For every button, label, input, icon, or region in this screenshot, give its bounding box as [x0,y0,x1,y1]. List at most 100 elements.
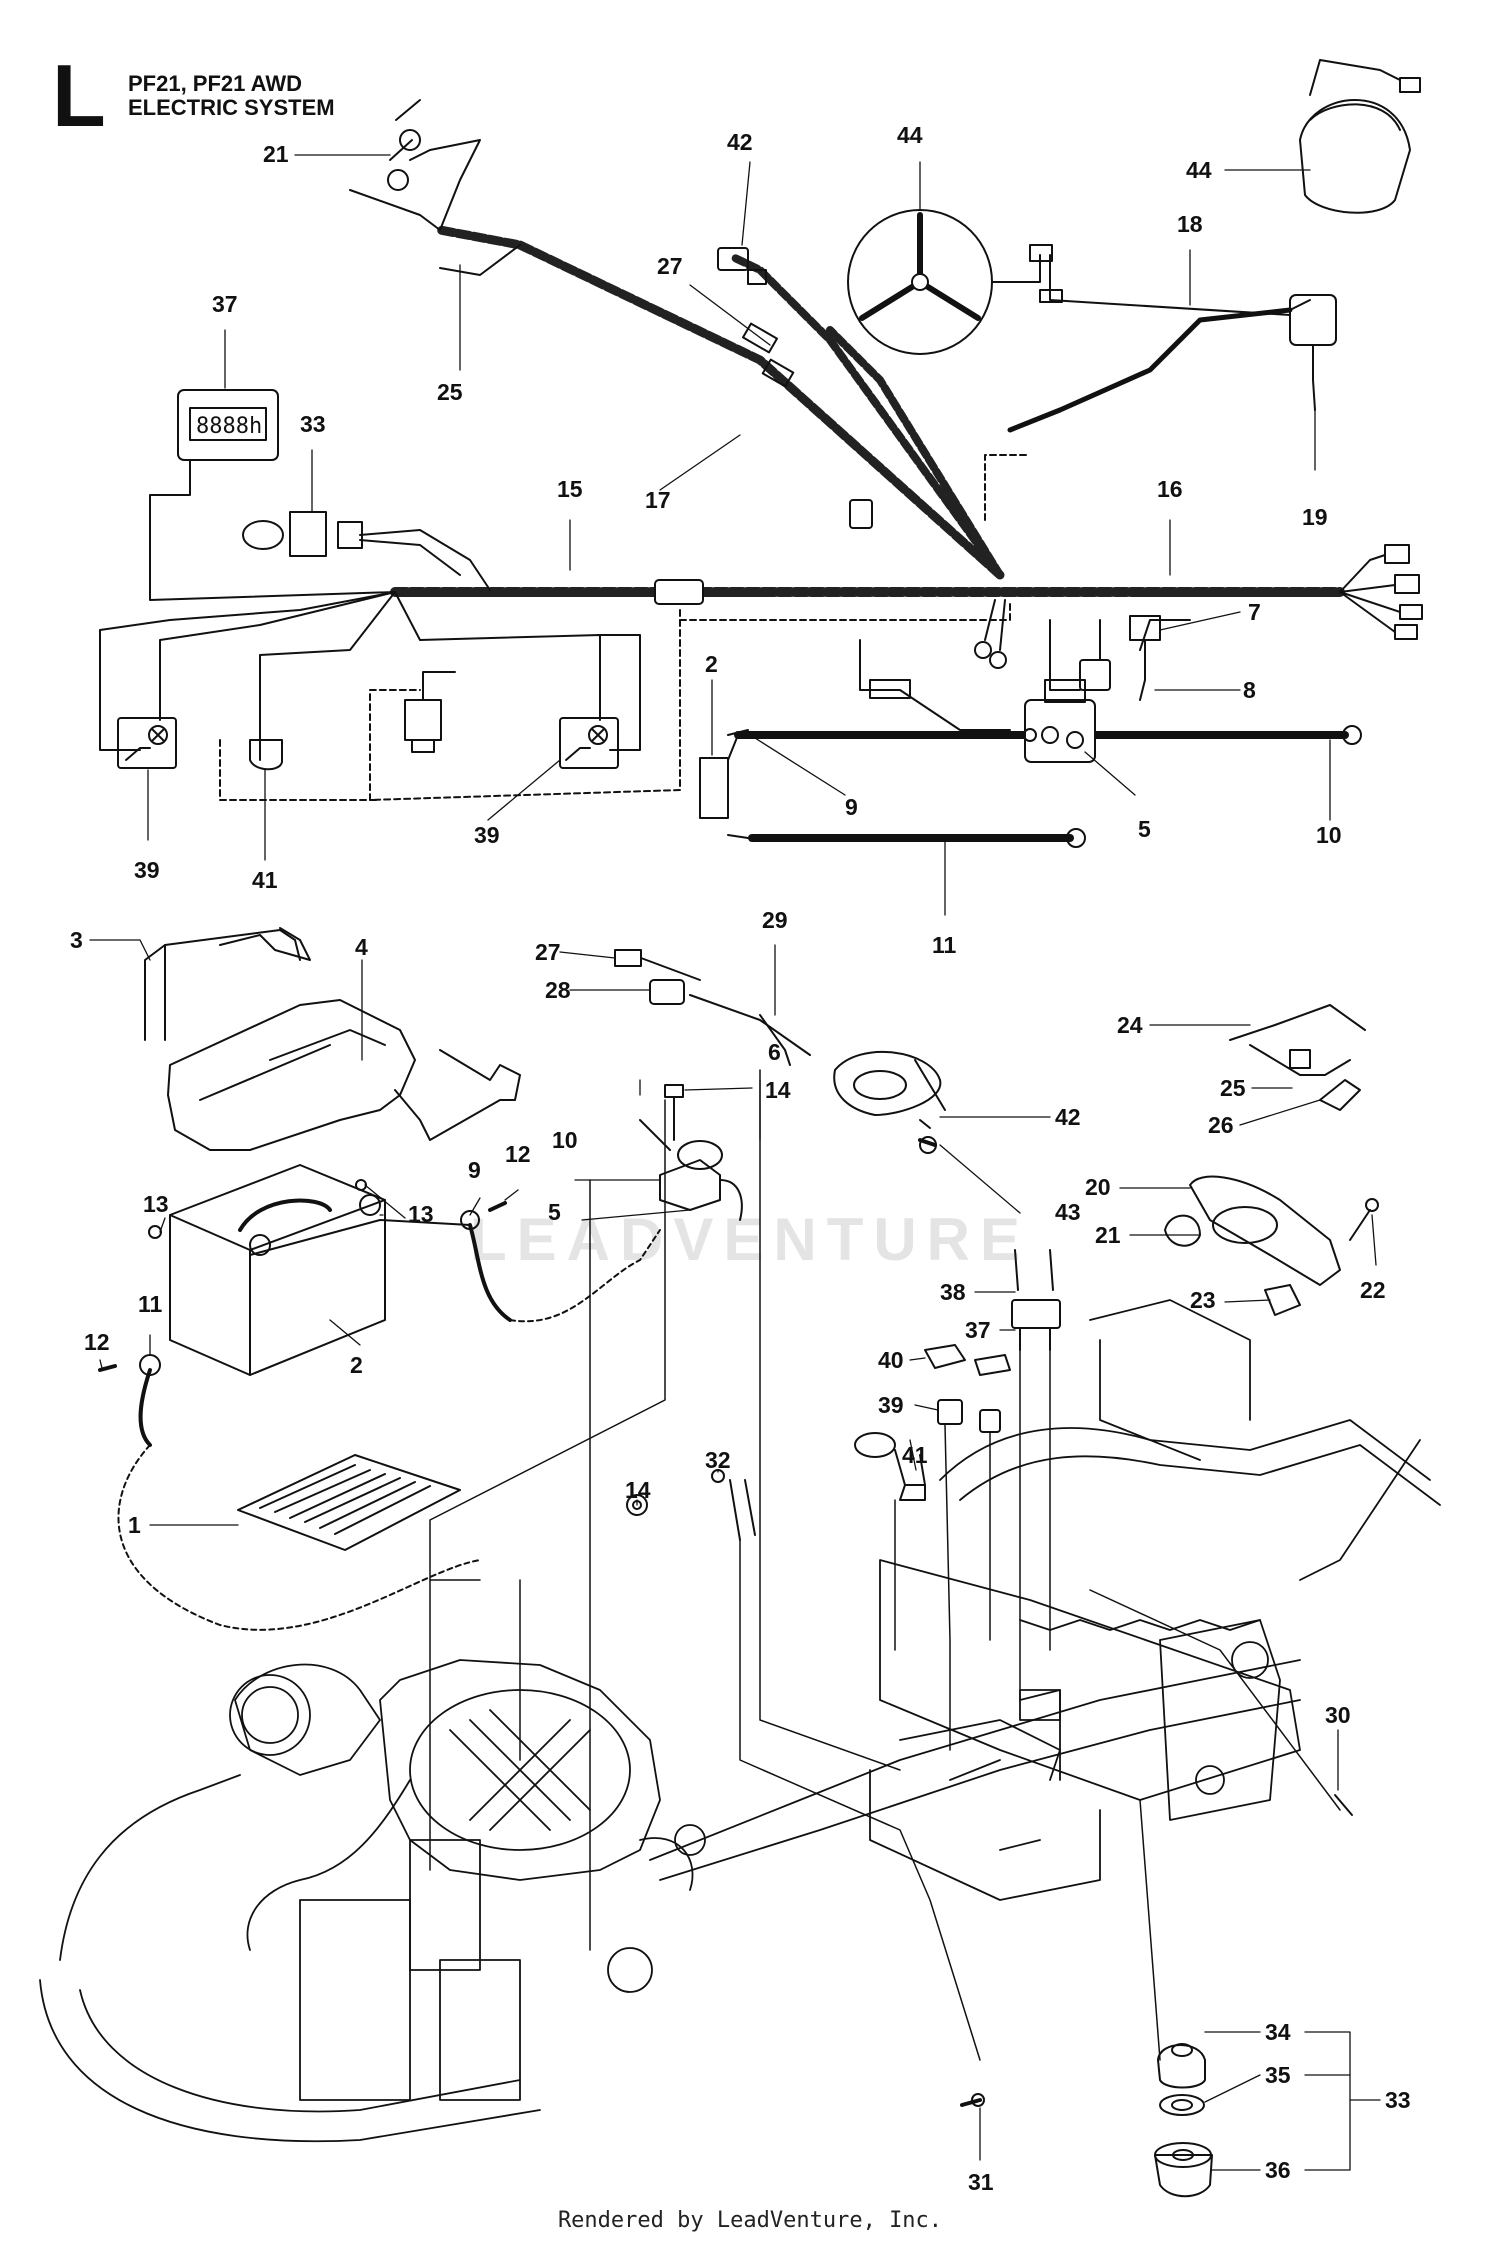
callout-42: 42 [727,129,753,155]
socket-42 [833,1050,946,1154]
callout-32: 32 [705,1447,731,1473]
callout-24: 24 [1117,1012,1143,1038]
callout-12: 12 [505,1141,531,1167]
callout-14: 14 [765,1077,791,1103]
callout-41: 41 [252,867,278,893]
callout-20: 20 [1085,1174,1111,1200]
ignition-switch-parts [960,1794,1353,2198]
callout-16: 16 [1157,476,1183,502]
callout-9: 9 [468,1157,481,1183]
callout-13: 13 [143,1191,169,1217]
fan-44-icon [847,209,1053,355]
callout-10: 10 [552,1127,578,1153]
relay-box [404,671,456,753]
callout-4: 4 [355,934,368,960]
callout-34: 34 [1265,2019,1291,2045]
callout-44: 44 [1186,157,1212,183]
battery-2 [169,1164,386,1376]
callout-2: 2 [350,1352,363,1378]
footer-credit: Rendered by LeadVenture, Inc. [557,2208,943,2233]
callout-29: 29 [762,907,788,933]
callout-12: 12 [84,1329,110,1355]
starter-solenoid-lower [639,1084,743,1221]
module-18 [1039,254,1337,411]
clip-26 [1229,1004,1366,1111]
system-name: ELECTRIC SYSTEM [128,95,335,121]
routing-lines [429,1069,1341,2061]
callout-21: 21 [263,141,289,167]
callout-37: 37 [212,291,238,317]
leader-lines [89,154,1381,2171]
wiring-harness [99,139,1423,801]
diagram-header: PF21, PF21 AWD ELECTRIC SYSTEM [128,71,335,121]
callout-33: 33 [1385,2087,1411,2113]
callout-35: 35 [1265,2062,1291,2088]
callout-42: 42 [1055,1104,1081,1130]
section-letter: L [52,46,106,145]
callout-1: 1 [128,1512,141,1538]
callout-13: 13 [408,1201,434,1227]
battery-cables [727,725,1362,848]
callout-39: 39 [474,822,500,848]
seat-switch-right [559,717,619,769]
callout-40: 40 [878,1347,904,1373]
hour-meter [177,389,279,461]
callout-41: 41 [902,1442,928,1468]
callout-17: 17 [645,487,671,513]
switch-41 [249,739,283,771]
fan-44-housing [1299,59,1421,214]
callout-30: 30 [1325,1702,1351,1728]
callout-18: 18 [1177,211,1203,237]
engine-and-chassis [39,1299,1441,2143]
model-name: PF21, PF21 AWD [128,71,303,96]
callout-14: 14 [625,1477,651,1503]
callout-3: 3 [70,927,83,953]
switch-panel-components [924,1249,1061,1433]
callout-5: 5 [548,1199,561,1225]
callout-43: 43 [1055,1199,1081,1225]
callout-26: 26 [1208,1112,1234,1138]
headlamp-bulbs [387,99,421,191]
callout-23: 23 [1190,1287,1216,1313]
callout-39: 39 [878,1392,904,1418]
callout-33: 33 [300,411,326,437]
callout-31: 31 [968,2169,994,2195]
callout-21: 21 [1095,1222,1121,1248]
battery-cover-4 [167,999,521,1151]
hour-meter-display: 8888h [196,414,262,439]
watermark: LEADVENTURE [470,1206,1031,1273]
callout-25: 25 [1220,1075,1246,1101]
starter-solenoid-top [1023,679,1096,763]
callout-36: 36 [1265,2157,1291,2183]
decal-1 [237,1454,461,1551]
ignition-key-switch [242,511,363,557]
callout-19: 19 [1302,504,1328,530]
callout-8: 8 [1243,677,1256,703]
callout-22: 22 [1360,1277,1386,1303]
battery-bracket-3 [144,927,311,1041]
callout-28: 28 [545,977,571,1003]
connector-42-top [717,247,873,529]
callout-27: 27 [535,939,561,965]
callout-5: 5 [1138,816,1151,842]
callout-7: 7 [1248,599,1261,625]
callout-37: 37 [965,1317,991,1343]
callout-38: 38 [940,1279,966,1305]
callout-labels: 21 42 44 44 27 18 37 25 33 17 15 16 19 7… [70,122,1411,2195]
callout-27: 27 [657,253,683,279]
callout-11: 11 [138,1291,163,1317]
callout-11: 11 [932,932,957,958]
seat-switch-left [117,717,177,769]
callout-25: 25 [437,379,463,405]
callout-10: 10 [1316,822,1342,848]
switch-41-lower [854,1432,926,1501]
callout-15: 15 [557,476,583,502]
callout-44: 44 [897,122,923,148]
callout-39: 39 [134,857,160,883]
callout-9: 9 [845,794,858,820]
battery-terminal-2 [699,729,749,839]
relay-7 [1079,615,1161,701]
callout-2: 2 [705,651,718,677]
callout-6: 6 [768,1039,781,1065]
